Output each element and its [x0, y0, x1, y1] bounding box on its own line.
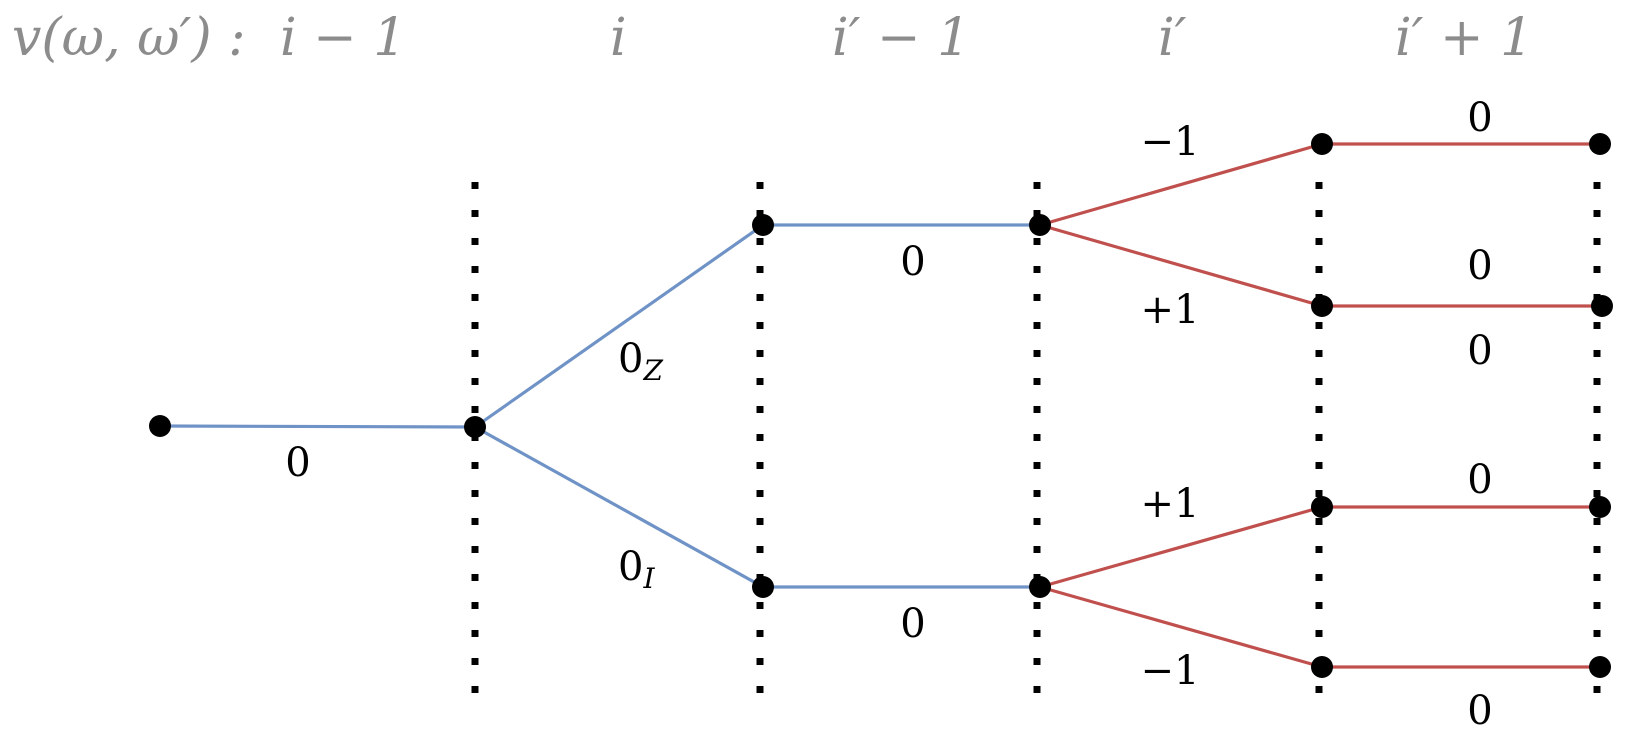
node-split — [464, 416, 486, 438]
edge-lower-branch — [474, 425, 764, 589]
node-lower-1 — [752, 576, 774, 598]
label-upper-branch-value: 0 — [618, 336, 643, 382]
edge-upper-branch — [474, 223, 764, 429]
node-leaf-4b — [1589, 656, 1611, 678]
node-leaf-2a — [1311, 295, 1333, 317]
label-lower-branch-value: 0 — [618, 544, 643, 590]
node-upper-1 — [752, 214, 774, 236]
edge-upper-down — [1039, 223, 1323, 308]
edge-lower-up — [1039, 505, 1323, 589]
label-upper-up: −1 — [1141, 119, 1200, 165]
label-lower-up: +1 — [1141, 481, 1200, 527]
label-lower-branch-sub: I — [642, 562, 655, 595]
label-upper-branch-sub: Z — [642, 354, 663, 387]
label-lower-middle: 0 — [900, 601, 925, 647]
node-leaf-3b — [1589, 496, 1611, 518]
edge-root — [159, 424, 476, 429]
node-root — [149, 415, 171, 437]
label-final-1: 0 — [1467, 95, 1492, 141]
column-header-i-minus-1: i − 1 — [280, 8, 406, 68]
label-lower-branch: 0I — [618, 544, 655, 595]
node-leaf-3a — [1311, 496, 1333, 518]
label-final-2-below: 0 — [1467, 328, 1492, 374]
label-final-4: 0 — [1467, 688, 1492, 734]
label-final-2-above: 0 — [1467, 243, 1492, 289]
node-leaf-4a — [1311, 656, 1333, 678]
node-upper-2 — [1029, 214, 1051, 236]
column-header-i-prime: i′ — [1158, 8, 1187, 68]
node-leaf-2b — [1591, 295, 1613, 317]
edge-upper-up — [1039, 142, 1323, 227]
label-root: 0 — [285, 440, 310, 486]
label-upper-middle: 0 — [900, 239, 925, 285]
label-upper-down: +1 — [1141, 287, 1200, 333]
node-leaf-1a — [1311, 133, 1333, 155]
column-header-i-prime-minus-1: i′ − 1 — [832, 8, 970, 68]
column-header-i: i — [610, 8, 627, 68]
column-header-i-prime-plus-1: i′ + 1 — [1395, 8, 1533, 68]
label-lower-down: −1 — [1141, 648, 1200, 694]
node-leaf-1b — [1589, 133, 1611, 155]
edge-lower-down — [1039, 585, 1323, 669]
label-final-3: 0 — [1467, 457, 1492, 503]
value-function-label: v(ω, ω′) : — [12, 8, 246, 68]
label-upper-branch: 0Z — [618, 336, 663, 387]
node-lower-2 — [1029, 576, 1051, 598]
